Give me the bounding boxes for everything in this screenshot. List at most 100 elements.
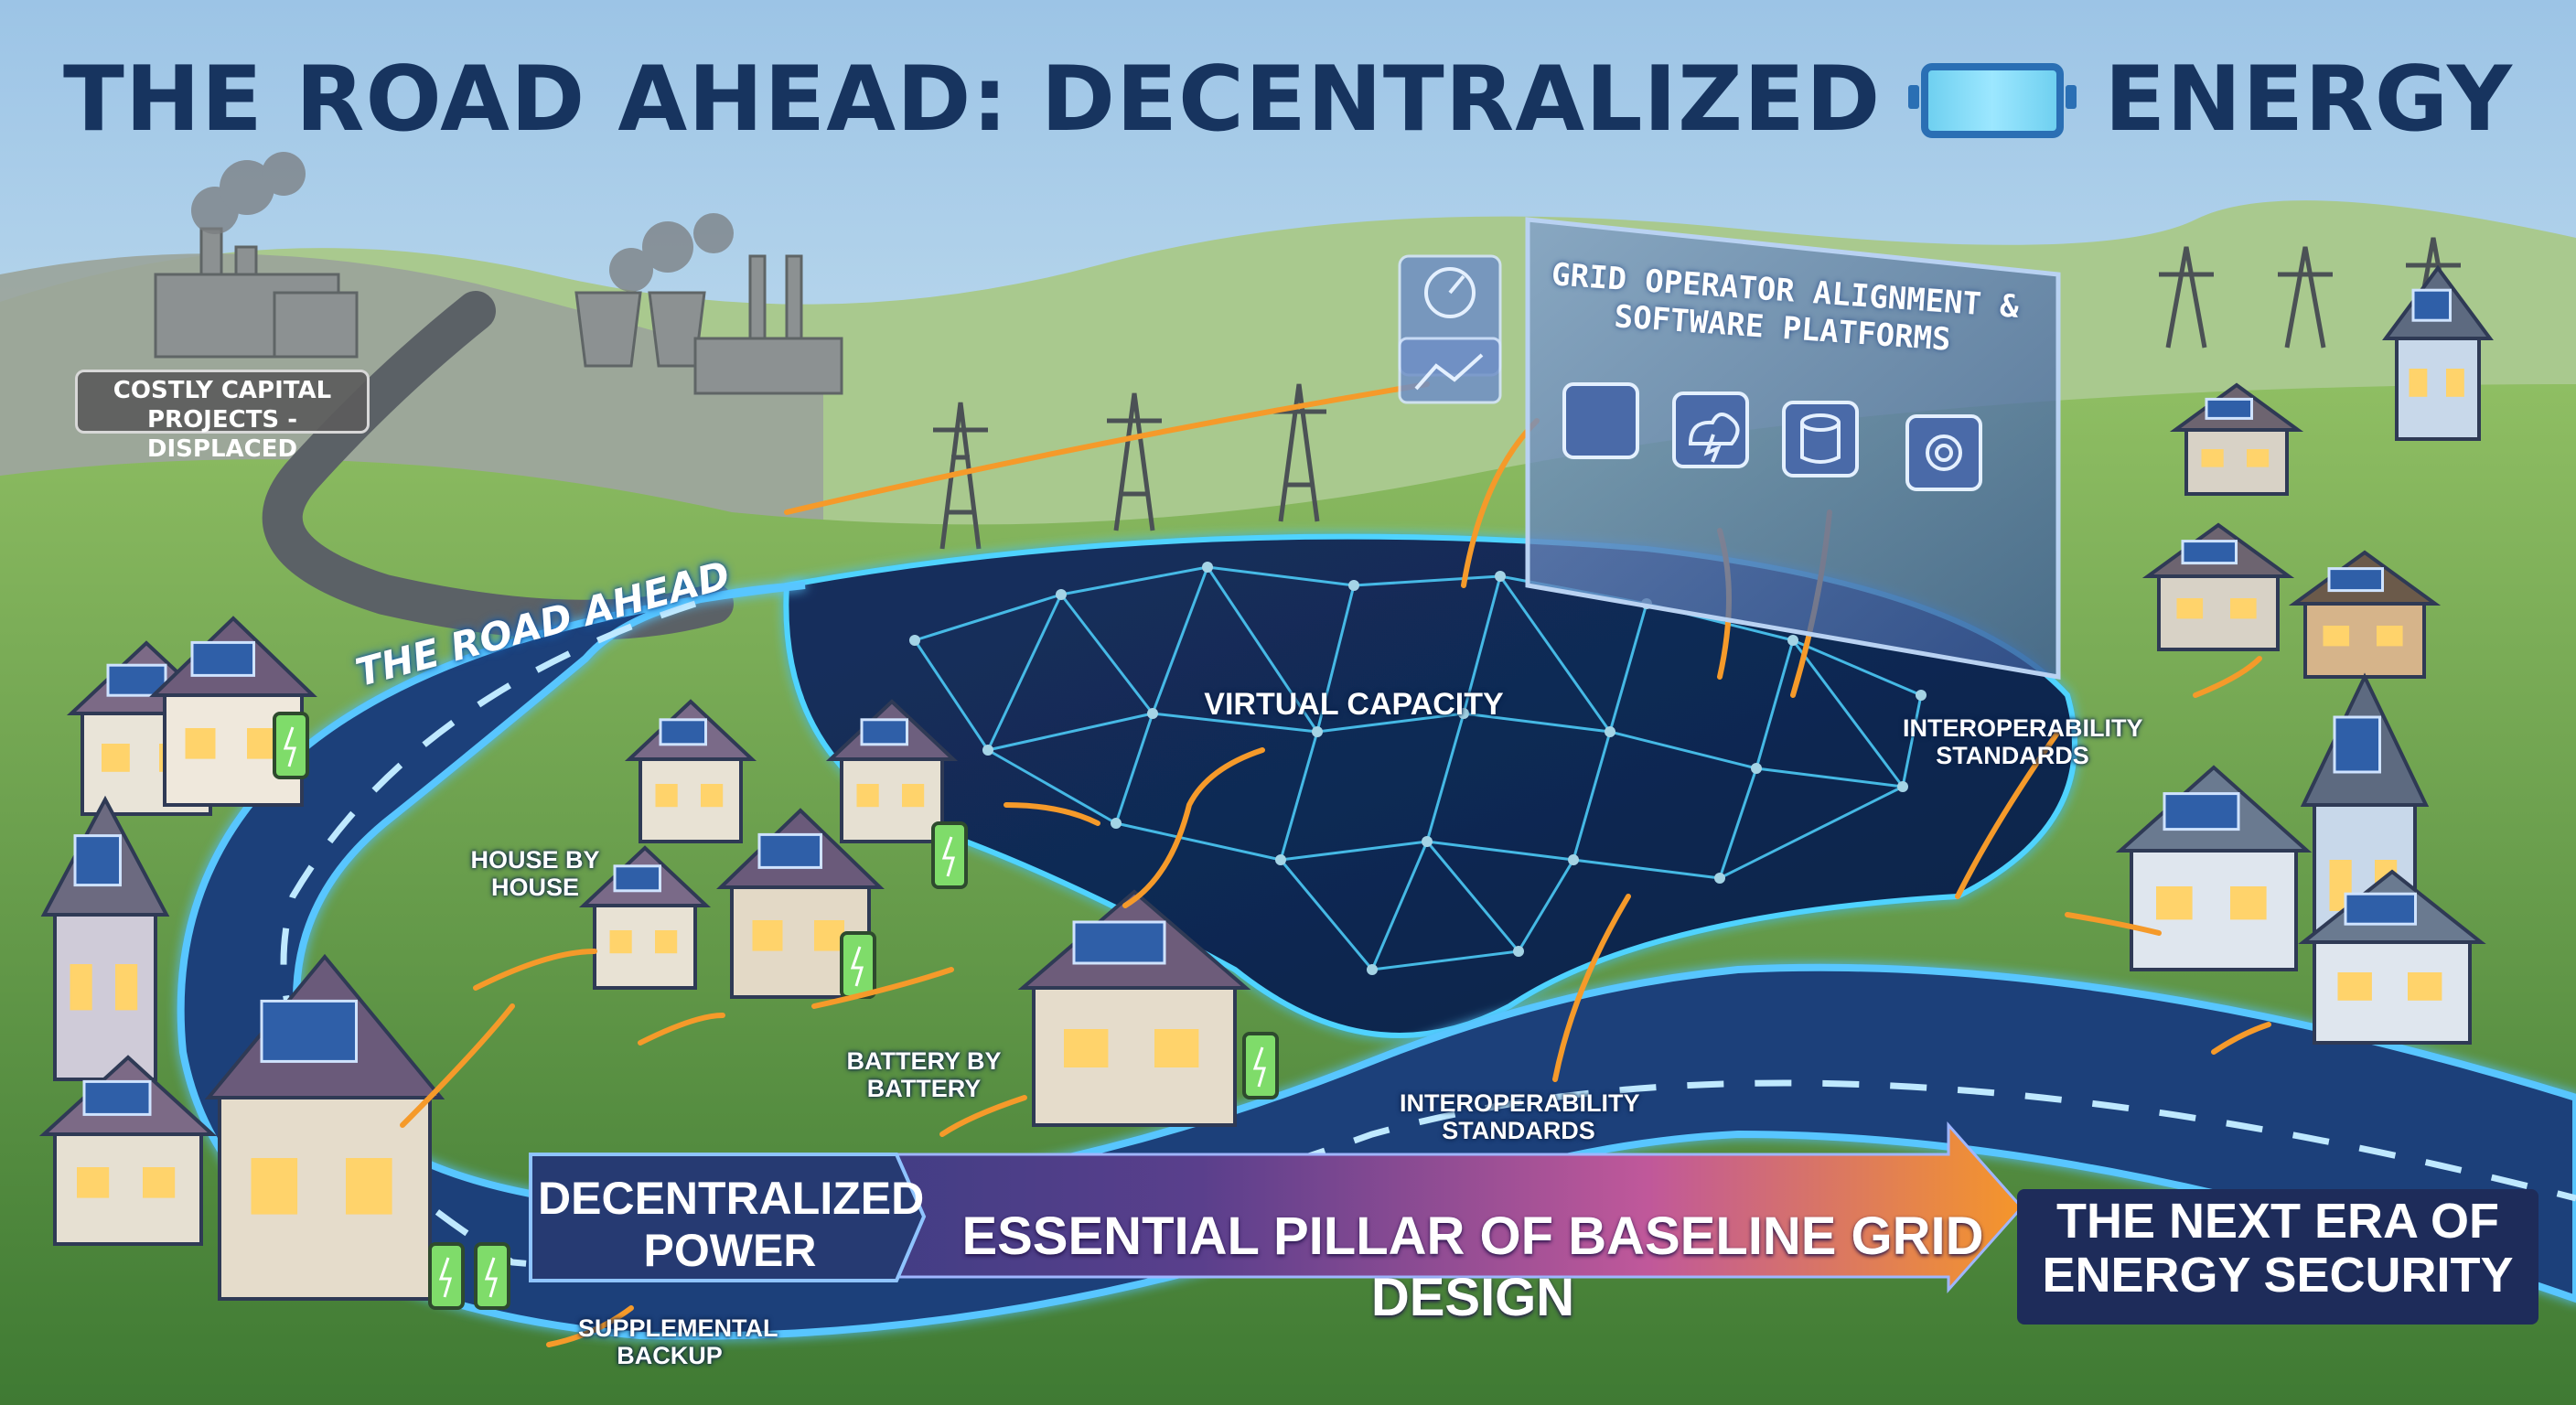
network-node (1367, 964, 1378, 975)
house-window (2408, 972, 2442, 1001)
solar-panel-icon (106, 663, 167, 697)
solar-panel-icon (2205, 397, 2253, 420)
solar-panel-icon (2411, 288, 2452, 322)
interoperability-right-label: INTEROPERABILITY STANDARDS (1903, 714, 2143, 769)
flow-arrow (2065, 912, 2162, 936)
flow-arrows (400, 381, 2271, 1347)
battery-icon (931, 821, 968, 889)
virtual-capacity-label: VIRTUAL CAPACITY (1204, 687, 1504, 722)
flow-arrow (1461, 418, 1540, 588)
banner-left-tab (529, 1153, 927, 1282)
network-node (1568, 854, 1579, 865)
network-link (1315, 585, 1356, 733)
solar-panel-icon (260, 999, 358, 1063)
network-link (1316, 712, 1465, 734)
network-link (1353, 574, 1501, 587)
cloud-bolt-icon (1688, 413, 1740, 463)
network-link (1279, 859, 1374, 971)
house-window (856, 784, 879, 808)
network-link (1572, 858, 1721, 880)
network-node (1495, 571, 1506, 582)
network-link (1206, 566, 1319, 733)
gear-icon (1926, 434, 1962, 471)
network-link (1719, 785, 1904, 880)
line-chart-icon (1414, 353, 1484, 391)
network-node (1458, 708, 1469, 719)
network-node (1513, 946, 1524, 957)
house-window (752, 920, 783, 951)
network-link (914, 593, 1062, 642)
house-window (247, 728, 277, 759)
solar-panel-icon (659, 718, 707, 746)
house-window (609, 930, 632, 954)
house-window (2409, 369, 2428, 397)
costly-capital-label: COSTLY CAPITAL PROJECTS - DISPLACED (75, 370, 370, 463)
network-node (1422, 836, 1433, 847)
house-window (2156, 886, 2193, 920)
network-link (1059, 594, 1154, 714)
flow-arrow (638, 1013, 725, 1046)
network-link (1755, 639, 1795, 769)
flow-arrow (2211, 1022, 2271, 1055)
network-link (1609, 730, 1757, 770)
network-node (1605, 726, 1615, 737)
house-window (346, 1158, 392, 1215)
solar-panel-icon (2181, 540, 2238, 565)
transmission-tower-icon (933, 237, 2461, 550)
network-link (1370, 841, 1429, 971)
flow-arrow (811, 967, 954, 1009)
house-window (2247, 449, 2270, 467)
battery-icon (428, 1242, 465, 1310)
network-node (1751, 763, 1762, 774)
solar-panel-icon (1072, 920, 1166, 965)
title-part-1: THE ROAD AHEAD: DECENTRALIZED (63, 48, 1882, 152)
network-node (1916, 690, 1927, 701)
banner-decentralized-power: DECENTRALIZED POWER (538, 1173, 925, 1276)
network-node (1202, 562, 1213, 573)
network-link (1060, 565, 1208, 596)
network-link (1517, 859, 1575, 952)
flow-arrow (473, 949, 597, 991)
network-link (1425, 841, 1520, 952)
solar-panel-icon (860, 718, 908, 746)
gauge-icon (1424, 267, 1476, 318)
solar-panel-icon (82, 1079, 152, 1116)
house-window (2446, 369, 2464, 397)
house-window (655, 784, 678, 808)
house-window (655, 930, 678, 954)
network-link (986, 594, 1063, 751)
network-node (1714, 873, 1725, 884)
flow-arrow (939, 1095, 1027, 1137)
network-link (1462, 575, 1502, 714)
network-link (987, 748, 1117, 825)
house-window (77, 1167, 110, 1198)
house (2288, 550, 2442, 679)
house-window (143, 1167, 176, 1198)
flow-arrow (784, 381, 1430, 515)
network-node (1111, 818, 1122, 829)
house (2382, 264, 2494, 441)
database-icon (1800, 413, 1841, 464)
banner-next-era: THE NEXT ERA OF ENERGY SECURITY (2042, 1194, 2514, 1303)
network-link (1115, 821, 1282, 862)
solar-panel-icon (757, 832, 822, 869)
solar-panel-icon (2333, 715, 2381, 774)
virtual-capacity-grid (783, 533, 2077, 1038)
house-window (902, 784, 925, 808)
house (578, 845, 712, 990)
title-part-2: ENERGY (2104, 48, 2513, 152)
banner-essential-pillar: ESSENTIAL PILLAR OF BASELINE GRID DESIGN (961, 1207, 1984, 1327)
smoke (191, 152, 734, 292)
flow-arrow (400, 1003, 515, 1128)
solar-panel-icon (190, 640, 255, 677)
network-link (1371, 949, 1519, 971)
flow-arrow (1552, 894, 1631, 1082)
network-link (1151, 566, 1209, 714)
house (204, 953, 445, 1301)
house (38, 1055, 218, 1246)
network-node (1275, 854, 1286, 865)
battery-icon (840, 931, 876, 999)
battery-body (931, 821, 968, 889)
battery-body (474, 1242, 510, 1310)
